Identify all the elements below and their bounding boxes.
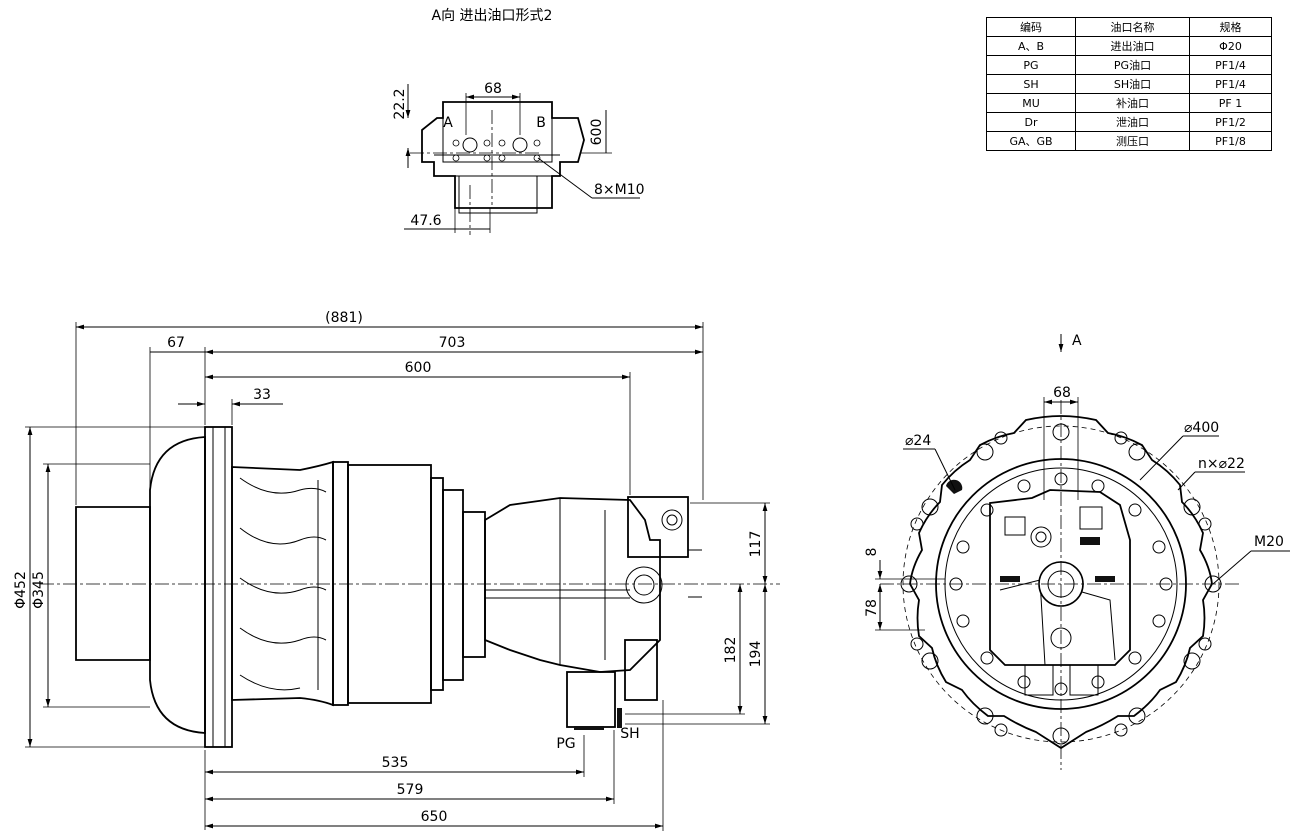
dim-881: (881) xyxy=(325,310,363,326)
port-spec-table: 编码 油口名称 规格 A、B 进出油口 Φ20 PG PG油口 PF1/4 SH… xyxy=(986,17,1272,151)
table-row: MU 补油口 PF 1 xyxy=(986,93,1272,113)
table-cell-name: 进出油口 xyxy=(1075,36,1190,56)
dim-22-2: 22.2 xyxy=(392,88,408,119)
dim-194: 194 xyxy=(748,641,764,668)
table-cell-name: SH油口 xyxy=(1075,74,1190,94)
dim-600-top: 600 xyxy=(589,119,605,146)
dim-579: 579 xyxy=(397,782,424,798)
table-cell-name: 泄油口 xyxy=(1075,112,1190,132)
top-view: A向 进出油口形式2 68 xyxy=(392,8,645,235)
table-cell-name: 测压口 xyxy=(1075,131,1190,151)
table-header-row: 编码 油口名称 规格 xyxy=(986,17,1272,37)
top-view-dimensions: 68 22.2 600 47.6 8×M10 xyxy=(392,81,645,233)
side-view: (881) 703 67 600 33 Φ452 xyxy=(13,310,780,831)
table-row: PG PG油口 PF1/4 xyxy=(986,55,1272,75)
outer-bolt-holes xyxy=(900,423,1222,745)
dim-703: 703 xyxy=(439,335,466,351)
table-cell-spec: PF1/8 xyxy=(1189,131,1272,151)
table-cell-spec: Φ20 xyxy=(1189,36,1272,56)
front-view-dimensions: 68 ⌀24 ⌀400 n×⌀22 M20 8 78 xyxy=(864,385,1290,631)
table-cell-code: PG xyxy=(986,55,1076,75)
dim-phi24: ⌀24 xyxy=(905,433,931,449)
view-arrow-a: A xyxy=(1058,333,1082,352)
table-cell-code: A、B xyxy=(986,36,1076,56)
top-view-body xyxy=(410,101,585,235)
table-row: Dr 泄油口 PF1/2 xyxy=(986,112,1272,132)
dim-535: 535 xyxy=(382,755,409,771)
dim-67: 67 xyxy=(167,335,185,351)
top-view-title: A向 进出油口形式2 xyxy=(432,8,553,24)
table-cell-code: MU xyxy=(986,93,1076,113)
table-cell-spec: PF1/2 xyxy=(1189,112,1272,132)
table-cell-spec: PF1/4 xyxy=(1189,55,1272,75)
dim-650: 650 xyxy=(421,809,448,825)
table-cell-code: SH xyxy=(986,74,1076,94)
dim-phi452: Φ452 xyxy=(13,571,29,609)
table-header-port-name: 油口名称 xyxy=(1075,17,1190,37)
table-cell-code: GA、GB xyxy=(986,131,1076,151)
table-cell-code: Dr xyxy=(986,112,1076,132)
dim-8: 8 xyxy=(864,548,880,557)
dim-117: 117 xyxy=(748,531,764,558)
dim-68-front: 68 xyxy=(1053,385,1071,401)
dim-m20: M20 xyxy=(1254,534,1284,550)
side-view-dimensions: (881) 703 67 600 33 Φ452 xyxy=(13,310,770,831)
dim-phi345: Φ345 xyxy=(31,571,47,609)
dim-78: 78 xyxy=(864,599,880,617)
dim-phi400: ⌀400 xyxy=(1184,420,1219,436)
table-cell-spec: PF1/4 xyxy=(1189,74,1272,94)
dim-600-side: 600 xyxy=(405,360,432,376)
table-cell-spec: PF 1 xyxy=(1189,93,1272,113)
table-header-spec: 规格 xyxy=(1189,17,1272,37)
dim-68-top: 68 xyxy=(484,81,502,97)
side-view-body xyxy=(75,426,702,748)
dim-47-6: 47.6 xyxy=(410,213,441,229)
dim-33: 33 xyxy=(253,387,271,403)
port-label-a: A xyxy=(443,115,453,131)
dim-n-phi22: n×⌀22 xyxy=(1198,456,1245,472)
port-label-pg: PG xyxy=(556,736,575,752)
table-row: A、B 进出油口 Φ20 xyxy=(986,36,1272,56)
table-row: SH SH油口 PF1/4 xyxy=(986,74,1272,94)
view-arrow-label: A xyxy=(1072,333,1082,349)
port-label-sh: SH xyxy=(620,726,639,742)
front-view: A xyxy=(864,333,1290,770)
table-cell-name: PG油口 xyxy=(1075,55,1190,75)
dim-8xm10: 8×M10 xyxy=(594,182,645,198)
port-label-b: B xyxy=(536,115,546,131)
table-cell-name: 补油口 xyxy=(1075,93,1190,113)
dim-182: 182 xyxy=(723,637,739,664)
table-row: GA、GB 测压口 PF1/8 xyxy=(986,131,1272,151)
table-header-code: 编码 xyxy=(986,17,1076,37)
